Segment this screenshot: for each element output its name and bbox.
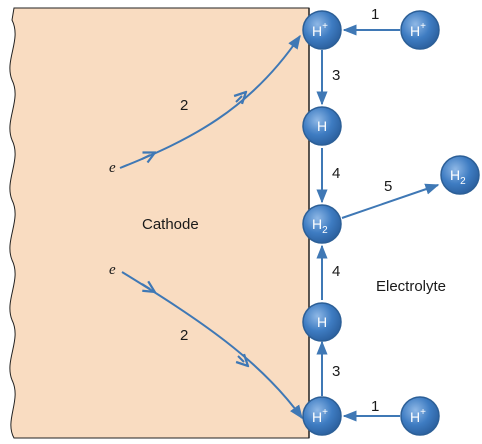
atom-h-plus-surface-top: H+ (303, 11, 341, 49)
svg-text:H: H (317, 314, 327, 330)
step-label-4-bottom: 4 (332, 263, 340, 280)
atom-h-plus-solution-bottom: H+ (401, 397, 439, 435)
atom-h-upper: H (303, 107, 341, 145)
step-label-2-upper: 2 (180, 97, 188, 114)
step-label-1-top: 1 (371, 6, 379, 23)
step-label-2-lower: 2 (180, 327, 188, 344)
step-label-1-bottom: 1 (371, 398, 379, 415)
step-label-3-bottom: 3 (332, 363, 340, 380)
cathode-label: Cathode (142, 216, 199, 233)
atom-h-plus-solution-top: H+ (401, 11, 439, 49)
svg-text:H: H (317, 118, 327, 134)
electron-label-upper: e (109, 160, 116, 176)
atom-h-plus-surface-bottom: H+ (303, 397, 341, 435)
step-label-4-top: 4 (332, 165, 340, 182)
atom-h2-released: H2 (441, 156, 479, 194)
electrolyte-label: Electrolyte (376, 278, 446, 295)
atom-h-lower: H (303, 303, 341, 341)
step-label-3-top: 3 (332, 67, 340, 84)
step-label-5: 5 (384, 178, 392, 195)
atom-h2-surface: H2 (303, 205, 341, 243)
electron-label-lower: e (109, 262, 116, 278)
